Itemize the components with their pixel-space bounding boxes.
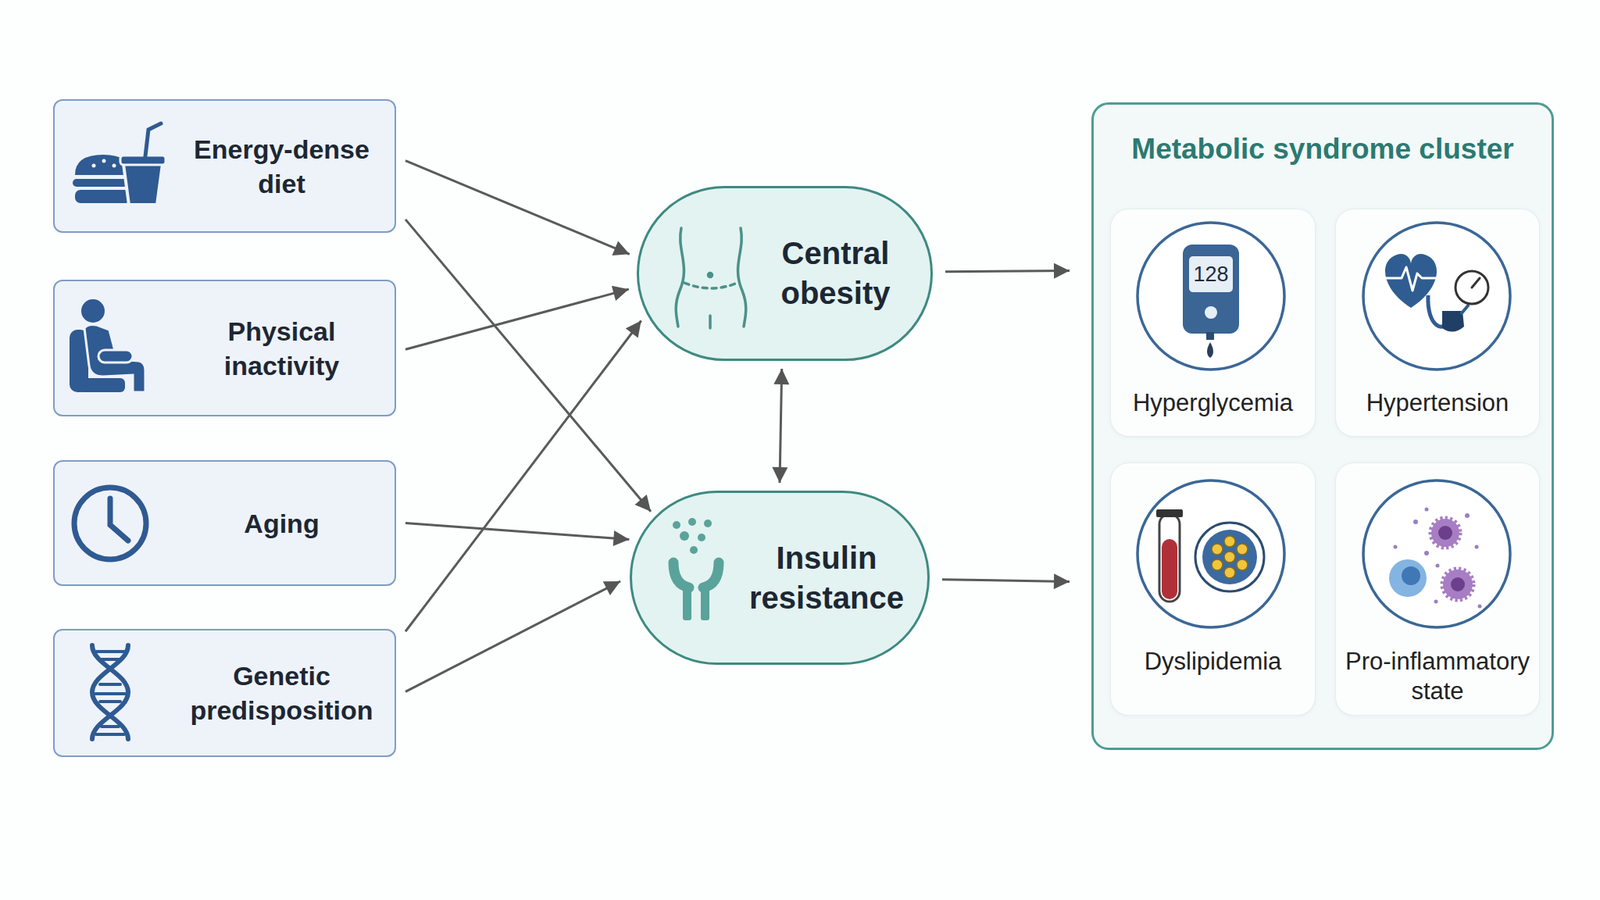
node-label: Central obesity: [756, 233, 915, 314]
arrow-connector: [405, 160, 630, 255]
risk-factor-box: Aging: [53, 460, 397, 586]
node-label: Aging: [243, 506, 319, 541]
node-label: Energy-dense diet: [185, 132, 378, 201]
arrow-connector: [405, 523, 629, 540]
node-label: Pro-inflammatory state: [1342, 646, 1533, 707]
arrow-connector: [779, 368, 783, 483]
risk-factor-box: Energy-dense diet: [53, 99, 397, 233]
arrow-connector: [405, 219, 651, 512]
mechanism-pill: Insulin resistance: [629, 490, 930, 665]
arrow-connector: [945, 271, 1070, 272]
component-card: Hyperglycemia: [1110, 208, 1316, 437]
node-label: Hyperglycemia: [1117, 388, 1309, 418]
node-label: Dyslipidemia: [1117, 646, 1309, 677]
node-label: Physical inactivity: [185, 314, 378, 383]
component-card: Hypertension: [1335, 208, 1540, 437]
arrow-connector: [405, 581, 621, 692]
arrow-connector: [405, 289, 629, 350]
cluster-panel: Metabolic syndrome clusterHyperglycemia H…: [1091, 102, 1554, 750]
node-label: Insulin resistance: [741, 538, 912, 618]
component-card: Pro-inflammatory state: [1335, 462, 1540, 716]
node-label: Genetic predisposition: [185, 658, 378, 728]
panel-heading: Metabolic syndrome cluster: [1093, 132, 1552, 166]
arrow-connector: [405, 320, 642, 632]
node-label: Hypertension: [1342, 388, 1533, 418]
risk-factor-box: Genetic predisposition: [53, 628, 397, 758]
mechanism-pill: Central obesity: [636, 185, 933, 361]
arrow-connector: [942, 579, 1070, 583]
meter-reading: 128: [1189, 257, 1233, 291]
risk-factor-box: Physical inactivity: [53, 279, 397, 417]
component-card: Dyslipidemia: [1110, 462, 1316, 716]
